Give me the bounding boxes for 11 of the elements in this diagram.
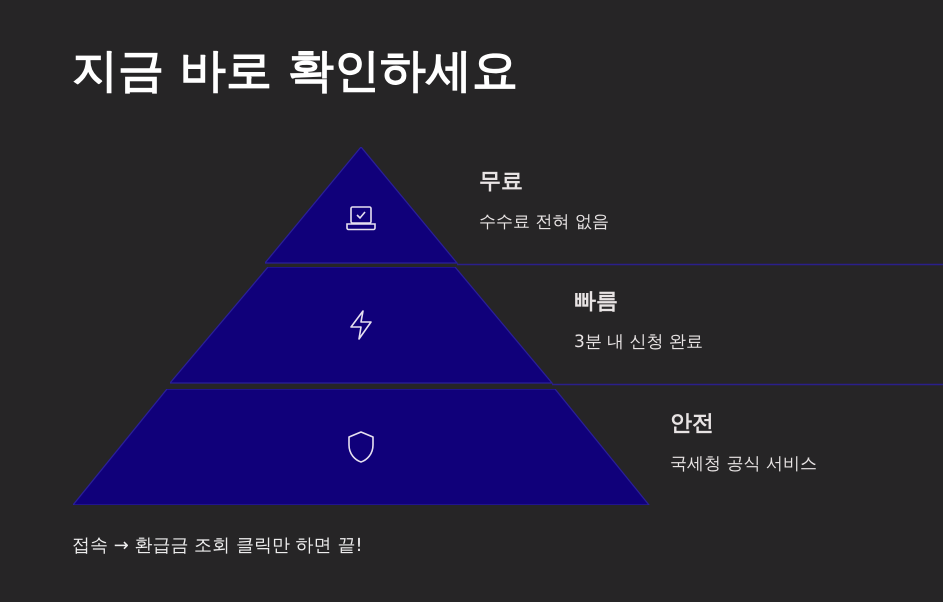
pyramid-tier bbox=[170, 267, 943, 386]
tier-description: 수수료 전혀 없음 bbox=[479, 211, 609, 233]
tier-description: 3분 내 신청 완료 bbox=[574, 331, 704, 353]
pyramid-tier bbox=[265, 147, 943, 266]
tier-heading: 빠름 bbox=[574, 288, 618, 316]
pyramid-tier bbox=[73, 389, 819, 505]
page-title: 지금 바로 확인하세요 bbox=[72, 42, 518, 99]
tier-heading: 안전 bbox=[670, 410, 714, 438]
tier-description: 국세청 공식 서비스 bbox=[670, 453, 817, 475]
tier-heading: 무료 bbox=[479, 168, 523, 196]
caption-text: 접속 → 환급금 조회 클릭만 하면 끝! bbox=[72, 534, 363, 557]
